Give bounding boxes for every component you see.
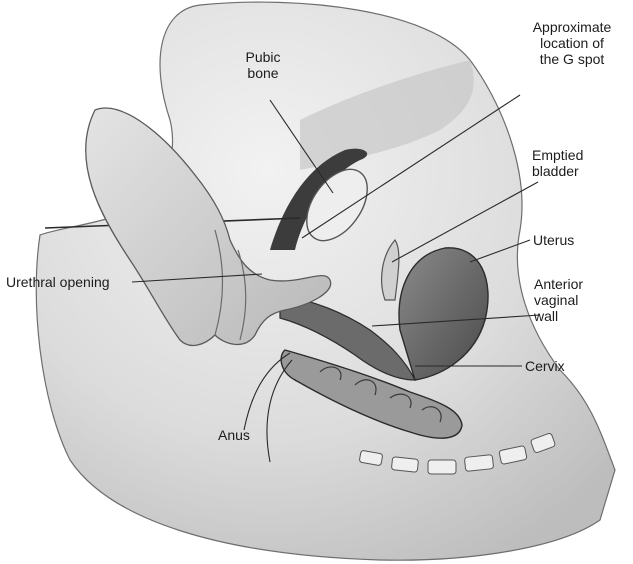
cervix-label: Cervix [525,358,605,374]
urethral-opening-label: Urethral opening [6,274,136,290]
g-spot-label: Approximate location of the G spot [513,19,631,67]
pubic-bone-label: Pubic bone [228,49,298,81]
anterior-wall-label: Anterior vaginal wall [534,276,624,324]
uterus-label: Uterus [533,232,613,248]
bladder-label: Emptied bladder [532,147,627,179]
anus-label: Anus [218,427,268,443]
